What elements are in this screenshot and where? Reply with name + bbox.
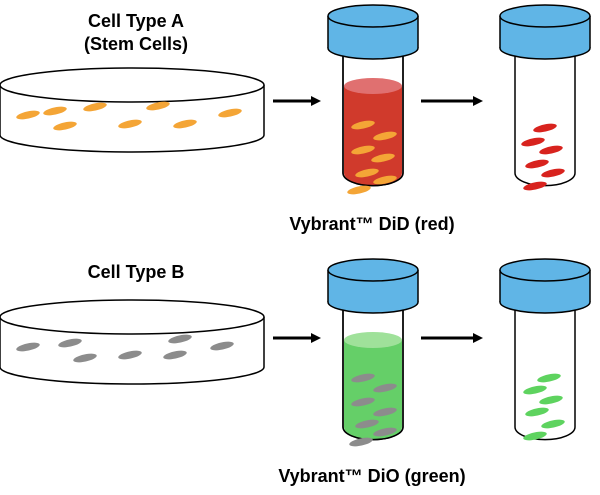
- tube-body: [514, 289, 576, 441]
- cell-icon: [373, 407, 397, 417]
- row-cell-type-b: Cell Type B Vybrant™ DiO (green): [0, 258, 591, 486]
- dish-wall: [0, 85, 265, 153]
- cap-top: [327, 4, 419, 28]
- cell-icon: [16, 110, 40, 120]
- cell-icon: [533, 123, 557, 133]
- cell-icon: [118, 119, 142, 129]
- tube-outline: [342, 36, 404, 187]
- dye-a-label: Vybrant™ DiD (red): [289, 214, 454, 234]
- cell-icon: [168, 334, 192, 344]
- test-tube-icon: [327, 4, 419, 195]
- dye-surface: [344, 332, 402, 348]
- cell-icon: [523, 385, 547, 395]
- cell-icon: [525, 407, 549, 417]
- cell-icon: [373, 131, 397, 141]
- cell-icon: [523, 431, 547, 441]
- cell-icon: [351, 397, 375, 407]
- dye-b-label: Vybrant™ DiO (green): [278, 466, 465, 486]
- cell-icon: [43, 106, 67, 116]
- cell-icon: [525, 159, 549, 169]
- cell-icon: [539, 145, 563, 155]
- test-tube-icon: [327, 258, 419, 447]
- cap-top: [499, 4, 591, 28]
- cell-icon: [541, 419, 565, 429]
- cell-icon: [16, 342, 40, 352]
- cell-type-a-label: Cell Type A: [88, 11, 184, 31]
- dish-wall: [0, 317, 265, 385]
- cap-top: [499, 258, 591, 282]
- cell-icon: [355, 168, 379, 178]
- cell-type-a-sublabel: (Stem Cells): [84, 34, 188, 54]
- cell-icon: [210, 341, 234, 351]
- test-tube-icon: [499, 258, 591, 441]
- cell-icon: [347, 185, 371, 195]
- cell-icon: [58, 338, 82, 348]
- cell-icon: [351, 373, 375, 383]
- cell-type-b-label: Cell Type B: [88, 262, 185, 282]
- cell-icon: [351, 120, 375, 130]
- cell-icon: [73, 353, 97, 363]
- cell-icon: [163, 350, 187, 360]
- cell-icon: [541, 168, 565, 178]
- cell-icon: [83, 102, 107, 112]
- tube-outline: [342, 290, 404, 441]
- cell-icon: [173, 119, 197, 129]
- cell-icon: [537, 373, 561, 383]
- dish-rim: [0, 299, 265, 335]
- cell-icon: [218, 108, 242, 118]
- cell-icon: [373, 427, 397, 437]
- cell-icon: [118, 350, 142, 360]
- cell-icon: [521, 137, 545, 147]
- cell-icon: [371, 153, 395, 163]
- cell-icon: [373, 175, 397, 185]
- cell-icon: [53, 121, 77, 131]
- cell-icon: [351, 145, 375, 155]
- petri-dish-icon: [0, 67, 265, 153]
- cell-icon: [373, 383, 397, 393]
- cell-icon: [539, 395, 563, 405]
- dish-rim: [0, 67, 265, 103]
- cell-icon: [355, 419, 379, 429]
- cell-icon: [146, 101, 170, 111]
- cell-icon: [523, 181, 547, 191]
- row-cell-type-a: Cell Type A (Stem Cells) Vybrant™ DiD (r…: [0, 4, 591, 234]
- dye-surface: [344, 78, 402, 94]
- cell-icon: [349, 437, 373, 447]
- cap-top: [327, 258, 419, 282]
- test-tube-icon: [499, 4, 591, 191]
- petri-dish-icon: [0, 299, 265, 385]
